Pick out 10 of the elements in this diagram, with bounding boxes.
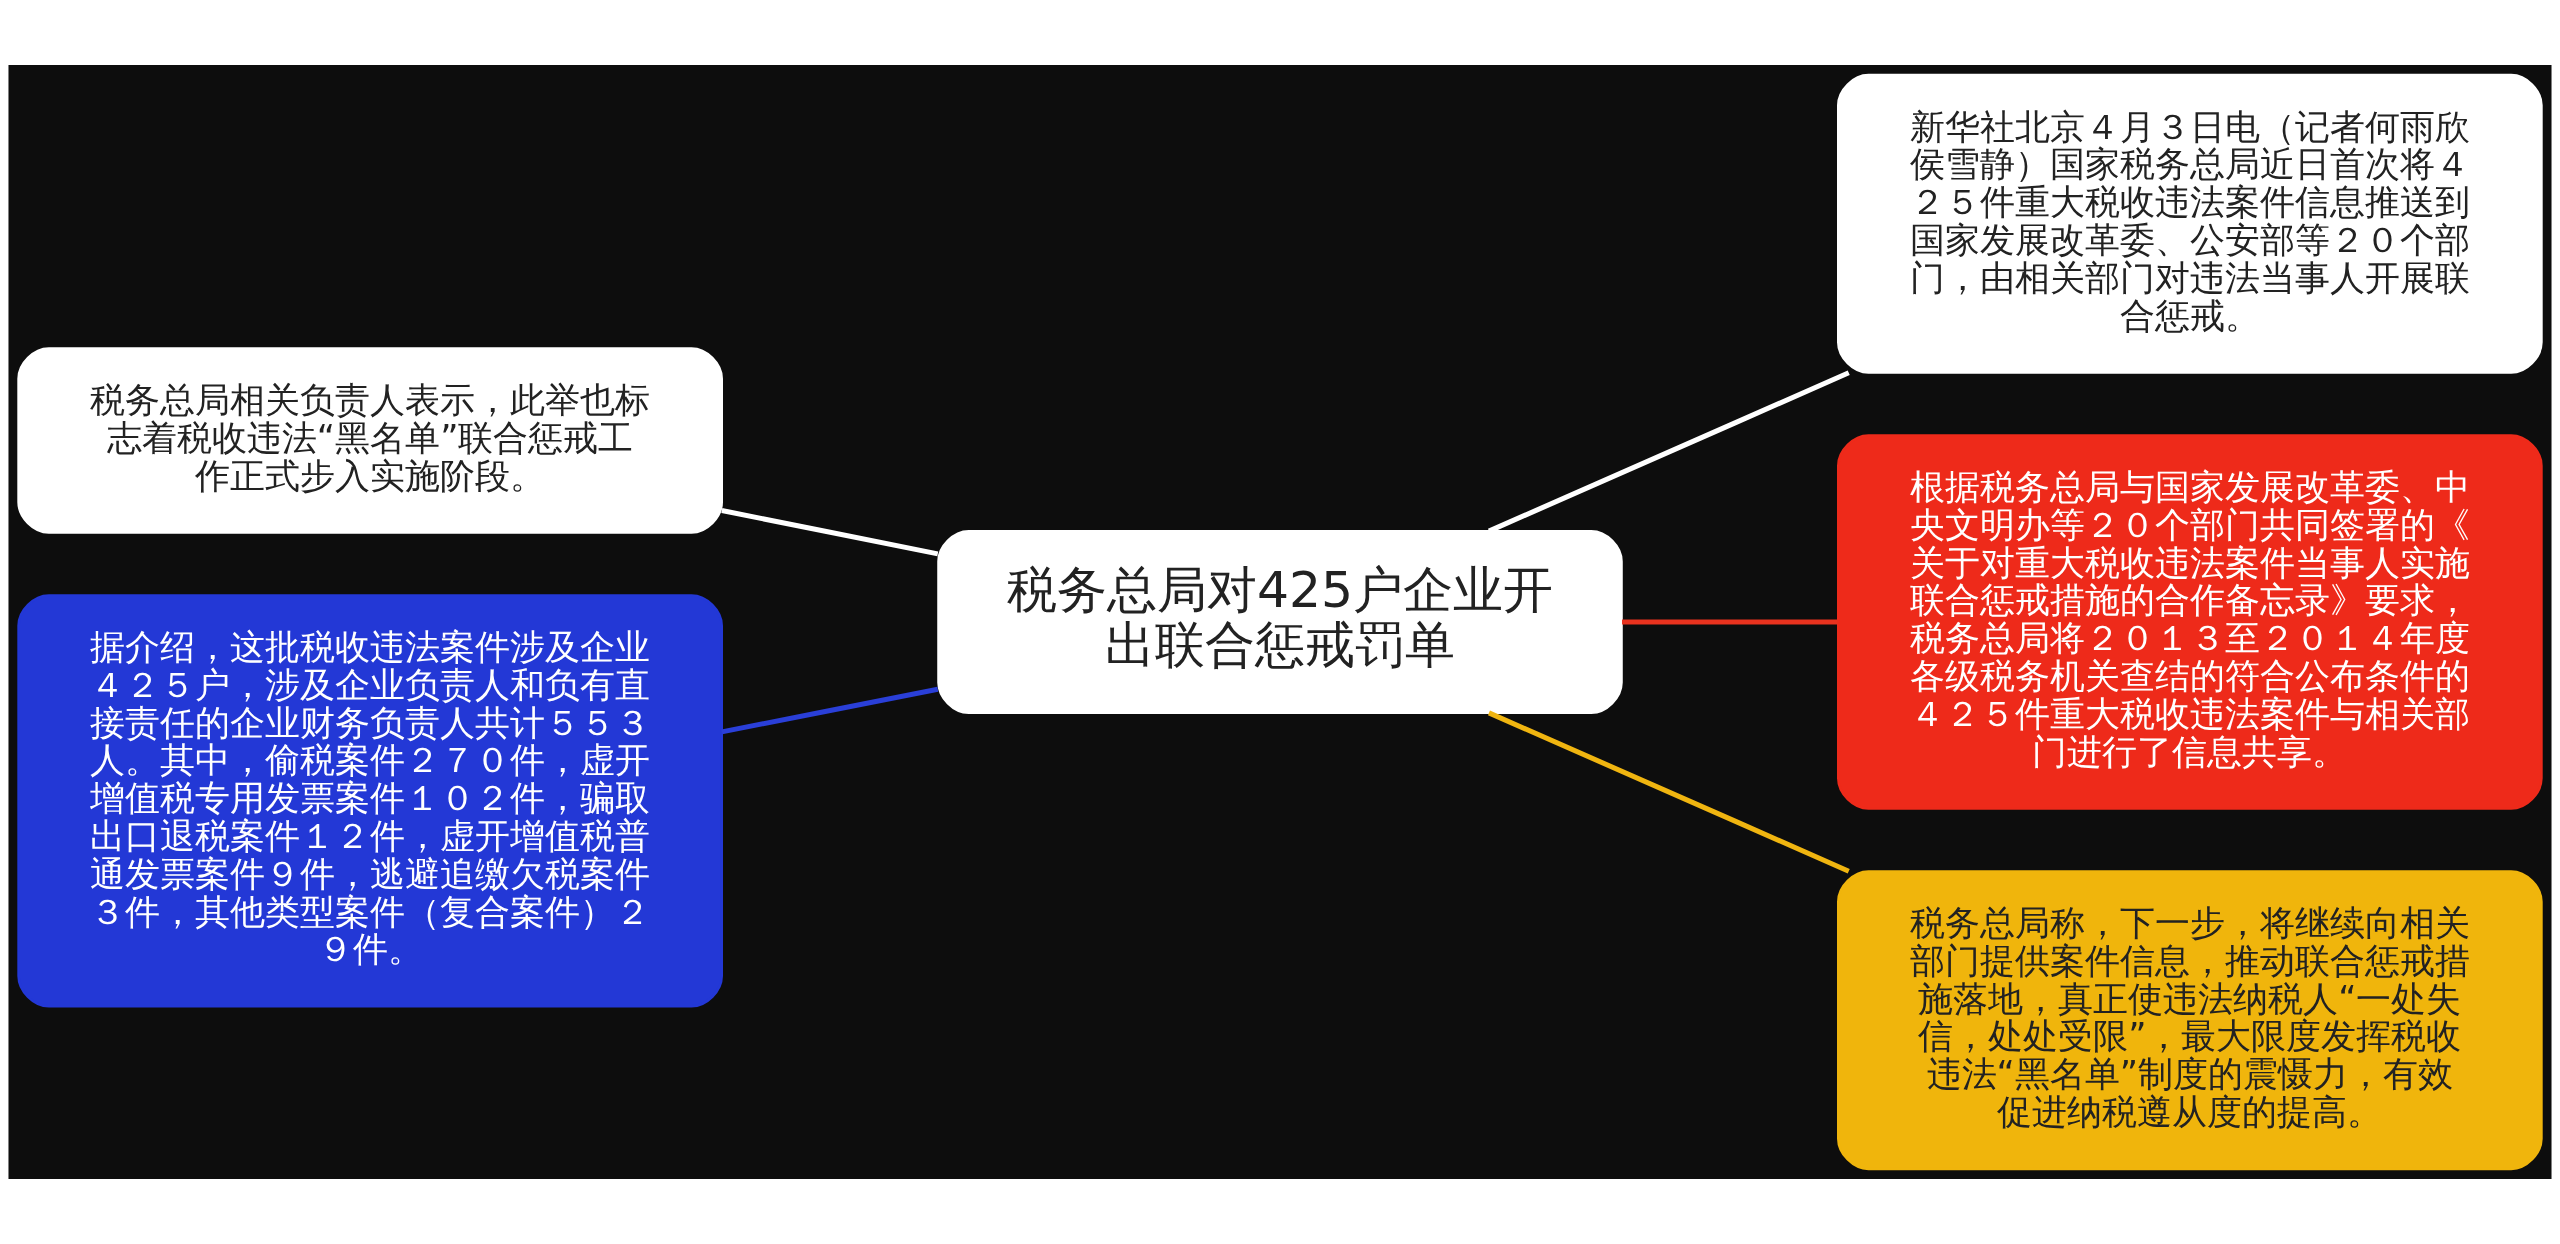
connector <box>721 686 939 735</box>
node-box: 税务总局对425户企业开出联合惩戒罚单 <box>937 530 1623 714</box>
node-box: 据介绍，这批税收违法案件涉及企业４２５户，涉及企业负责人和负有直接责任的企业财务负责人共计５５３人。其中，偷税案件２７０件，虚开增值税专用发票案件１０２件，骗取出口退税案件１２件，虚开增值税普通发票案件９件，逃避追缴欠税案件３件，其他类型案件（复合案件）２９件。 <box>17 594 723 1008</box>
connector <box>1622 619 1838 625</box>
connector <box>721 508 939 557</box>
node-box: 税务总局相关负责人表示，此举也标志着税收违法“黑名单”联合惩戒工作正式步入实施阶段。 <box>17 347 723 534</box>
node-box: 税务总局称，下一步，将继续向相关部门提供案件信息，推动联合惩戒措施落地，真正使违法纳税人“一处失信，处处受限”，最大限度发挥税收违法“黑名单”制度的震慑力，有效促进纳税遵从度的提高。 <box>1837 870 2543 1171</box>
connector <box>1487 710 1850 874</box>
node-box: 新华社北京４月３日电（记者何雨欣侯雪静）国家税务总局近日首次将４２５件重大税收违法案件信息推送到国家发展改革委、公安部等２０个部门，由相关部门对违法当事人开展联合惩戒。 <box>1837 73 2543 374</box>
node-box: 根据税务总局与国家发展改革委、中央文明办等２０个部门共同签署的《关于对重大税收违法案件当事人实施联合惩戒措施的合作备忘录》要求，税务总局将２０１３至２０１４年度各级税务机关查结的符合公布条件的４２５件重大税收违法案件与相关部门进行了信息共享。 <box>1837 434 2543 810</box>
